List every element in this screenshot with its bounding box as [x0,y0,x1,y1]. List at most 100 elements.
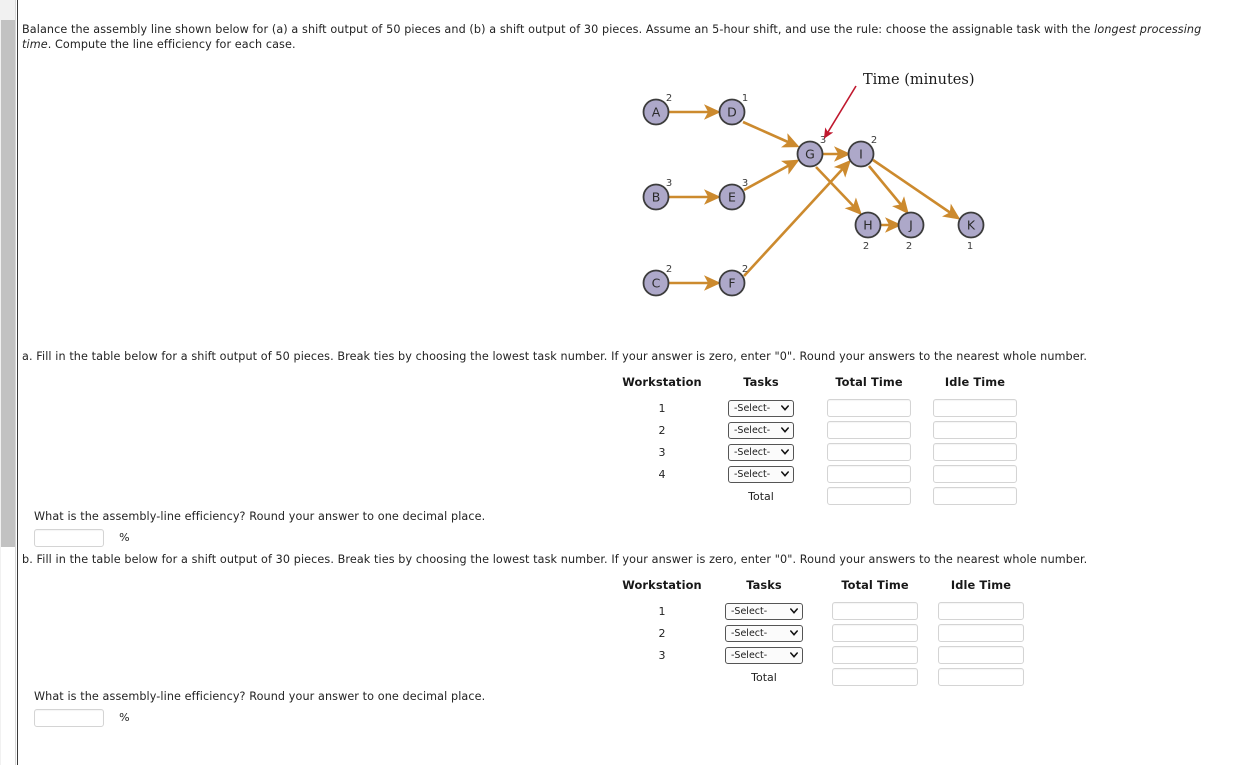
part-b-instruction: b. Fill in the table below for a shift o… [22,553,1088,566]
efficiency-input-b[interactable] [34,708,104,727]
workstation-number: 1 [658,604,666,618]
node-d-label: D [727,105,737,120]
node-e: E 3 [718,178,748,211]
total-time-input-b-2[interactable] [832,624,918,642]
table-b-header-row: Workstation Tasks Total Time Idle Time [618,578,1034,600]
table-row: 2 -Select- [618,419,1028,441]
node-j: J 2 [897,211,925,252]
task-select-wrapper-3: -Select- [728,443,794,461]
node-a-label: A [652,105,661,120]
efficiency-input-a[interactable] [34,528,104,547]
percent-label-b: % [119,711,130,724]
edge-i-k [872,158,961,220]
idle-time-input-b-total[interactable] [938,668,1024,686]
table-row: 4 -Select- [618,463,1028,485]
idle-time-input-b-1[interactable] [938,602,1024,620]
node-g-time: 3 [820,135,826,146]
total-time-input-b-1[interactable] [832,602,918,620]
stem-emphasis: longest processing time [22,23,1202,51]
table-row: 3 -Select- [618,441,1028,463]
total-time-input-a-2[interactable] [827,421,911,439]
node-g-label: G [805,147,815,162]
percent-label-a: % [119,531,130,544]
workstation-number: 2 [658,423,666,437]
total-time-input-a-1[interactable] [827,399,911,417]
node-b: B 3 [642,178,672,211]
task-select-wrapper-1: -Select- [728,399,794,417]
efficiency-answer-row-a: % [34,527,130,547]
header-workstation: Workstation [622,578,702,592]
task-select-b-2[interactable]: -Select- [725,624,803,642]
total-time-input-b-total[interactable] [832,668,918,686]
header-workstation: Workstation [622,375,702,389]
stem-text-part1: Balance the assembly line shown below fo… [22,23,1095,36]
idle-time-input-a-3[interactable] [933,443,1017,461]
legend-pointer-arrow [823,85,857,139]
node-e-time: 3 [742,178,748,189]
node-f-label: F [728,276,735,291]
task-select-a-2[interactable]: -Select- [728,421,794,439]
question-content: Balance the assembly line shown below fo… [18,0,1243,765]
idle-time-input-b-2[interactable] [938,624,1024,642]
page-scrollbar[interactable] [0,0,16,765]
total-time-input-a-4[interactable] [827,465,911,483]
workstation-table-b: Workstation Tasks Total Time Idle Time 1… [618,578,1034,688]
header-idle-time: Idle Time [944,375,1006,389]
workstation-number: 3 [658,648,666,662]
idle-time-input-b-3[interactable] [938,646,1024,664]
task-select-wrapper-2: -Select- [725,624,803,642]
node-d: D 1 [718,93,748,126]
node-k: K 1 [957,211,985,252]
total-label-b: Total [751,670,777,684]
header-total-time: Total Time [841,578,909,592]
precedence-diagram: A 2 D 1 B 3 E 3 [608,55,1028,320]
node-h: H 2 [854,211,882,252]
task-select-wrapper-1: -Select- [725,602,803,620]
edge-f-i [743,159,851,277]
task-select-a-4[interactable]: -Select- [728,465,794,483]
idle-time-input-a-4[interactable] [933,465,1017,483]
idle-time-input-a-total[interactable] [933,487,1017,505]
table-row: 3 -Select- [618,644,1034,666]
node-h-time: 2 [863,241,869,252]
node-j-time: 2 [906,241,912,252]
idle-time-input-a-2[interactable] [933,421,1017,439]
workstation-number: 1 [658,401,666,415]
table-total-row: Total [618,485,1028,507]
node-c: C 2 [642,264,672,297]
diagram-edges [669,104,961,291]
idle-time-input-a-1[interactable] [933,399,1017,417]
total-time-input-a-3[interactable] [827,443,911,461]
node-d-time: 1 [742,93,748,104]
scrollbar-thumb[interactable] [1,20,15,547]
node-h-label: H [863,218,872,233]
table-row: 2 -Select- [618,622,1034,644]
node-i-label: I [859,147,863,162]
node-k-time: 1 [967,241,973,252]
question-stem: Balance the assembly line shown below fo… [22,23,1222,52]
node-a: A 2 [642,93,672,126]
task-select-b-1[interactable]: -Select- [725,602,803,620]
task-select-a-1[interactable]: -Select- [728,399,794,417]
task-select-a-3[interactable]: -Select- [728,443,794,461]
table-total-row: Total [618,666,1034,688]
edge-i-j [867,165,909,215]
workstation-number: 4 [658,467,666,481]
header-total-time: Total Time [835,375,903,389]
node-b-label: B [652,190,661,205]
node-g: G 3 [796,135,826,168]
workstation-table-a: Workstation Tasks Total Time Idle Time 1… [618,375,1028,507]
total-time-input-a-total[interactable] [827,487,911,505]
table-row: 1 -Select- [618,397,1028,419]
diagram-nodes: A 2 D 1 B 3 E 3 [642,93,985,297]
task-select-b-3[interactable]: -Select- [725,646,803,664]
table-row: 1 -Select- [618,600,1034,622]
node-i: I 2 [847,135,877,168]
stem-text-part2: . Compute the line efficiency for each c… [47,37,296,51]
node-c-time: 2 [666,264,672,275]
header-tasks: Tasks [743,375,779,389]
table-b: Workstation Tasks Total Time Idle Time 1… [618,578,1034,688]
node-f: F 2 [718,264,748,297]
precedence-diagram-svg: A 2 D 1 B 3 E 3 [642,72,985,297]
total-time-input-b-3[interactable] [832,646,918,664]
